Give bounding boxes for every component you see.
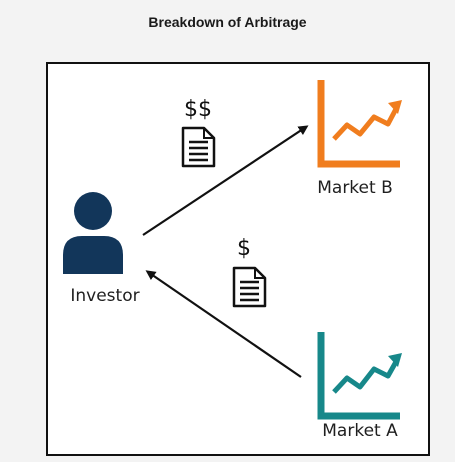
money-label-double: $$ <box>184 97 212 122</box>
market-b-chart-icon <box>317 80 402 168</box>
market-b-label: Market B <box>317 178 393 198</box>
money-label-single: $ <box>237 236 251 261</box>
market-a-label: Market A <box>322 421 398 441</box>
document-icon <box>232 266 267 308</box>
person-icon <box>63 192 123 274</box>
diagram-title: Breakdown of Arbitrage <box>148 14 307 30</box>
market-a-chart-icon <box>317 332 402 420</box>
document-icon <box>181 126 216 168</box>
arrow-market-a-to-investor <box>145 270 302 378</box>
investor-label: Investor <box>70 286 139 306</box>
arrow-investor-to-market-b <box>142 125 309 236</box>
